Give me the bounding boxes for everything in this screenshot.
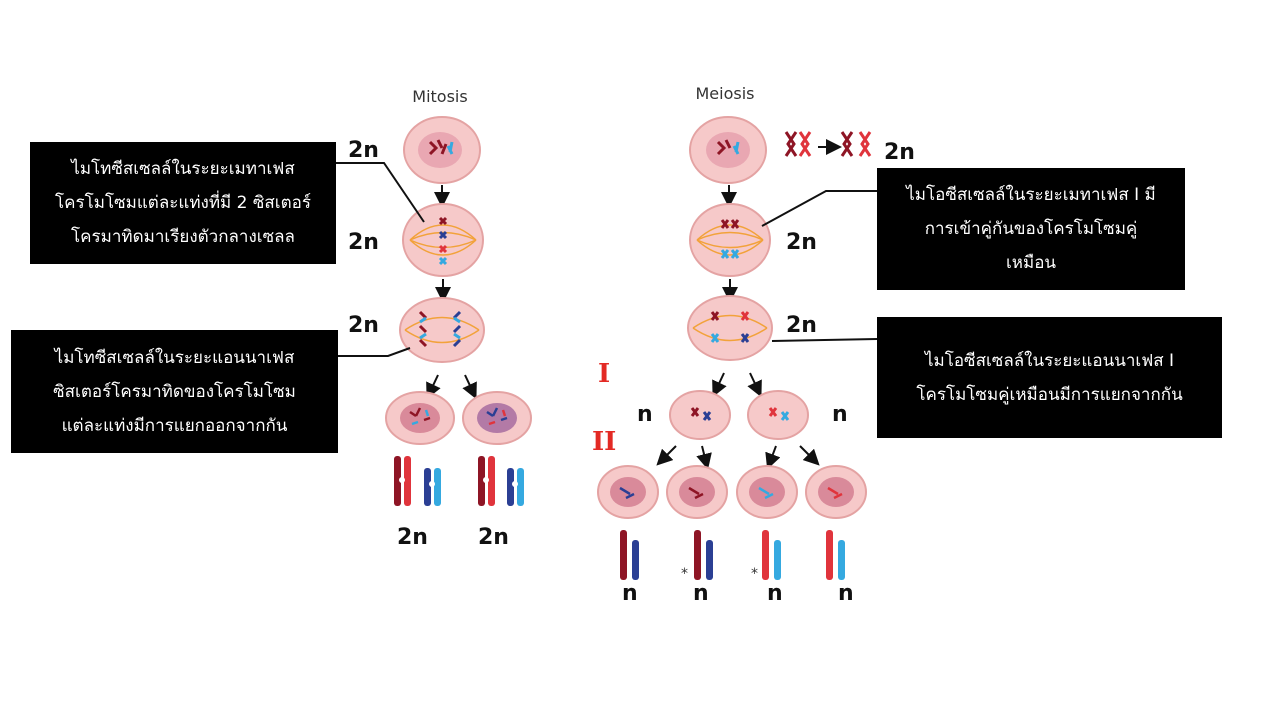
annotation-line: ไมโทซีสเซลล์ในระยะเมทาเฟส	[71, 159, 295, 179]
ploidy-label-meiosis-4: n	[637, 402, 653, 427]
annotation-line: โครโมโซมแต่ละแท่งที่มี 2 ซิสเตอร์	[55, 193, 311, 213]
connector-mitosis-metaphase	[336, 162, 425, 223]
meiosis-gamete-4	[805, 465, 867, 519]
annotation-line: ไมโทซีสเซลล์ในระยะแอนนาเฟส	[54, 347, 295, 368]
annotation-line: โครมาทิดมาเรียงตัวกลางเซลล	[71, 227, 295, 247]
ploidy-label-gamete-4: n	[838, 581, 854, 606]
ploidy-label-mitosis-1: 2n	[348, 138, 379, 163]
meiosis-arrow-2d	[799, 445, 820, 466]
meiosis-cell-interphase	[689, 116, 767, 184]
annotation-mitosis-anaphase: ไมโทซีสเซลล์ในระยะแอนนาเฟส ซิสเตอร์โครมา…	[11, 330, 338, 453]
meiosis-chromosomes-4	[826, 530, 845, 580]
annotation-line: การเข้าคู่กันของโครโมโซมคู่	[924, 219, 1138, 239]
annotation-line: แต่ละแท่งมีการแยกออกจากกัน	[61, 415, 288, 436]
annotation-mitosis-metaphase: ไมโทซีสเซลล์ในระยะเมทาเฟส โครโมโซมแต่ละแ…	[30, 142, 336, 264]
crossover-marker-2: *	[751, 566, 758, 582]
mitosis-chromosomes-left	[394, 456, 441, 506]
mitosis-daughter-cell-right	[462, 391, 532, 445]
meiosis-gamete-2	[666, 465, 728, 519]
ploidy-label-meiosis-2: 2n	[786, 230, 817, 255]
mitosis-cell-metaphase	[402, 203, 484, 277]
connector-mitosis-anaphase	[338, 347, 411, 357]
mitosis-cell-anaphase	[399, 297, 485, 363]
meiosis-arrow-2a	[656, 445, 677, 466]
annotation-line: ซิสเตอร์โครมาทิดของโครโมโซม	[53, 381, 296, 402]
meiosis-cell-metaphase-1	[689, 203, 771, 277]
mitosis-arrow-left	[426, 374, 441, 400]
meiosis-arrow-left	[712, 372, 727, 398]
meiosis-chromosomes-1	[620, 530, 639, 580]
stage-label-meiosis-1: I	[598, 359, 610, 389]
ploidy-label-mitosis-3: 2n	[348, 313, 379, 338]
meiosis-chromosomes-2	[694, 530, 713, 580]
ploidy-label-meiosis-3: 2n	[786, 313, 817, 338]
annotation-line: เหมือน	[1005, 253, 1057, 273]
meiosis-chromosomes-3	[762, 530, 781, 580]
homolog-pairing-icon	[784, 131, 872, 157]
annotation-meiosis-metaphase: ไมโอซีสเซลล์ในระยะเมทาเฟส I มี การเข้าคู…	[877, 168, 1185, 290]
ploidy-label-gamete-3: n	[767, 581, 783, 606]
stage-label-meiosis-2: II	[592, 427, 616, 457]
ploidy-label-gamete-1: n	[622, 581, 638, 606]
meiosis-gamete-1	[597, 465, 659, 519]
ploidy-label-meiosis-5: n	[832, 402, 848, 427]
meiosis-arrow-right	[747, 372, 762, 398]
mitosis-title: Mitosis	[412, 87, 467, 106]
connector-meiosis-metaphase	[761, 190, 877, 227]
mitosis-cell-interphase	[403, 116, 481, 184]
ploidy-label-mitosis-5: 2n	[478, 525, 509, 550]
mitosis-arrow-right	[462, 374, 477, 400]
ploidy-label-gamete-2: n	[693, 581, 709, 606]
meiosis-arrow-2b	[696, 445, 712, 470]
annotation-line: ไมโอซีสเซลล์ในระยะเมทาเฟส I มี	[906, 185, 1156, 205]
mitosis-chromosomes-right	[478, 456, 524, 506]
ploidy-label-mitosis-2: 2n	[348, 230, 379, 255]
ploidy-label-meiosis-1: 2n	[884, 140, 915, 165]
meiosis-cell-haploid-left	[669, 390, 731, 440]
crossover-marker-1: *	[681, 566, 688, 582]
meiosis-cell-haploid-right	[747, 390, 809, 440]
connector-meiosis-anaphase	[771, 338, 878, 342]
annotation-line: ไมโอซีสเซลล์ในระยะแอนนาเฟส I	[924, 350, 1175, 371]
mitosis-daughter-cell-left	[385, 391, 455, 445]
meiosis-title: Meiosis	[696, 84, 755, 103]
ploidy-label-mitosis-4: 2n	[397, 525, 428, 550]
meiosis-cell-anaphase-1	[687, 295, 773, 361]
meiosis-gamete-3	[736, 465, 798, 519]
annotation-meiosis-anaphase: ไมโอซีสเซลล์ในระยะแอนนาเฟส I โครโมโซมคู่…	[877, 317, 1222, 438]
annotation-line: โครโมโซมคู่เหมือนมีการแยกจากกัน	[916, 384, 1183, 405]
meiosis-arrow-2c	[765, 445, 781, 470]
